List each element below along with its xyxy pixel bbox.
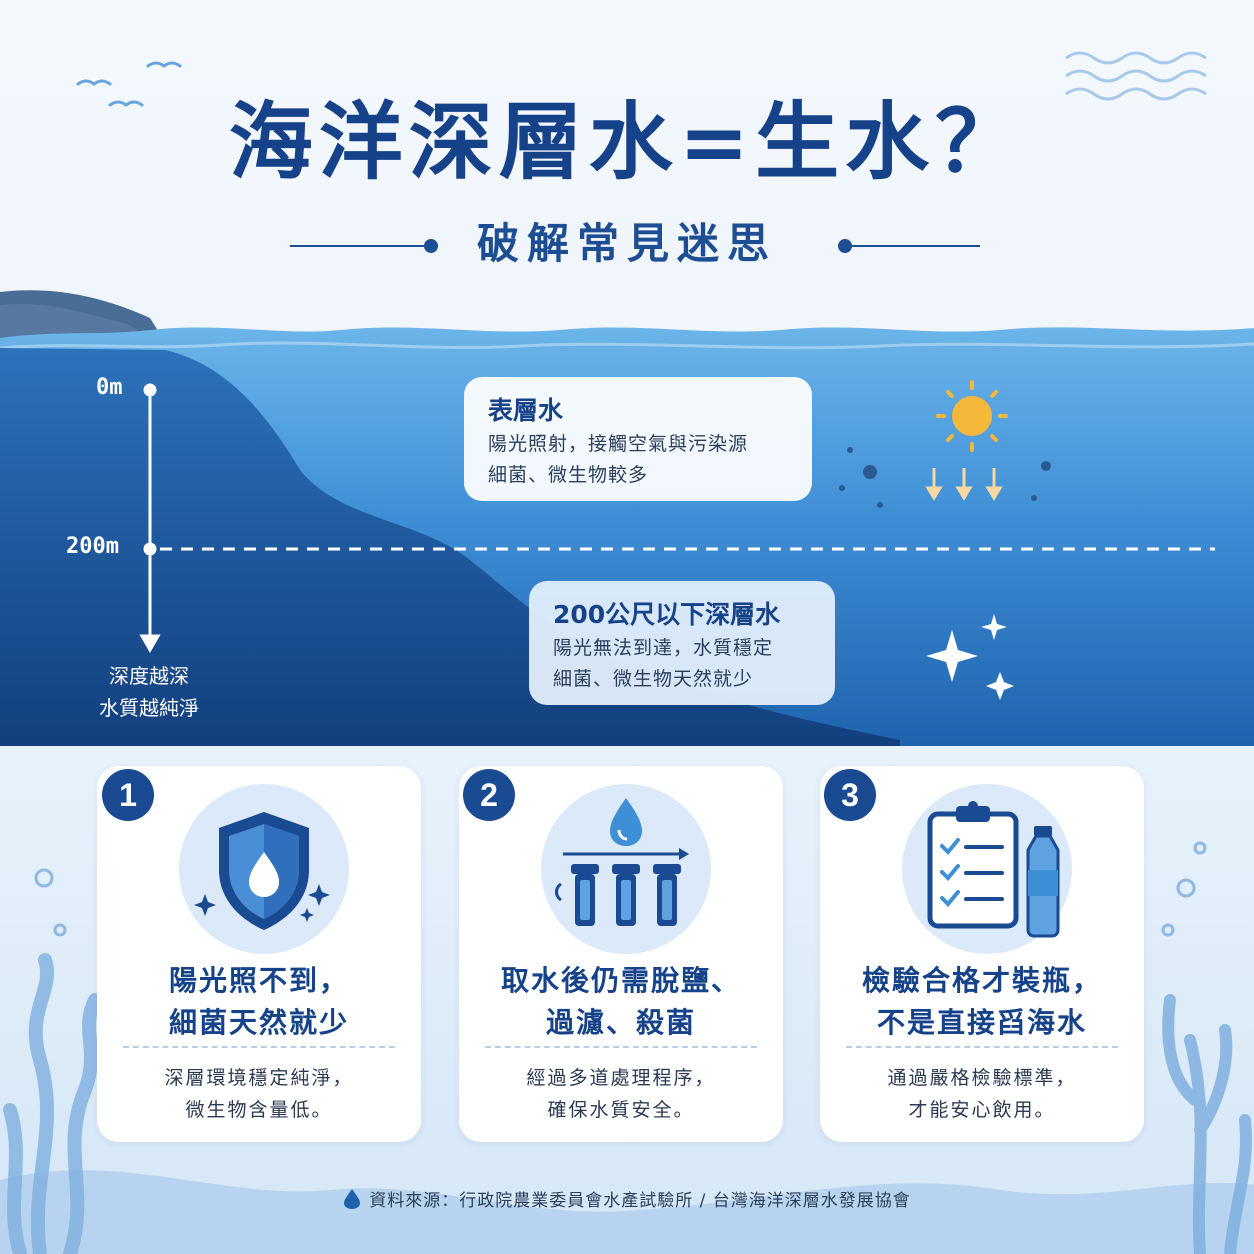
card-divider [846, 1046, 1118, 1048]
source-citation: 資料來源：行政院農業委員會水產試驗所 / 台灣海洋深層水發展協會 [0, 1186, 1254, 1216]
card-1-text-line1: 深層環境穩定純淨， [164, 1067, 354, 1089]
card-3-number-badge: 3 [824, 769, 876, 821]
card-2-text: 經過多道處理程序， 確保水質安全。 [459, 1062, 783, 1126]
depth-label-200m: 200m [66, 534, 119, 559]
page-title: 海洋深層水=生水？ [228, 93, 1026, 191]
card-1-text-line2: 微生物含量低。 [185, 1099, 333, 1121]
source-text: 資料來源：行政院農業委員會水產試驗所 / 台灣海洋深層水發展協會 [369, 1191, 911, 1211]
surface-water-box: 表層水 陽光照射，接觸空氣與污染源 細菌、微生物較多 [464, 377, 812, 501]
card-3-title: 檢驗合格才裝瓶， 不是直接舀海水 [820, 960, 1144, 1044]
depth-note-line1: 深度越深 [109, 664, 189, 688]
page-subtitle: 破解常見迷思 [476, 219, 777, 268]
sparkles-icon [926, 614, 1014, 700]
water-drop-icon [344, 1189, 361, 1209]
microbes-icon [839, 447, 1051, 508]
sun-icon [925, 380, 1008, 501]
deep-water-box: 200公尺以下深層水 陽光無法到達，水質穩定 細菌、微生物天然就少 [529, 581, 835, 705]
card-3-text-line2: 才能安心飲用。 [908, 1099, 1056, 1121]
card-2-text-line2: 確保水質安全。 [547, 1099, 695, 1121]
card-3-title-line2: 不是直接舀海水 [876, 1006, 1087, 1039]
card-2-text-line1: 經過多道處理程序， [526, 1067, 716, 1089]
depth-note: 深度越深 水質越純淨 [74, 660, 224, 724]
card-3-title-line1: 檢驗合格才裝瓶， [861, 964, 1102, 997]
card-1-text: 深層環境穩定純淨， 微生物含量低。 [97, 1062, 421, 1126]
filter-cartridges-icon [541, 784, 711, 954]
depth-note-line2: 水質越純淨 [99, 696, 199, 720]
card-3-text: 通過嚴格檢驗標準， 才能安心飲用。 [820, 1062, 1144, 1126]
card-2-title-line2: 過濾、殺菌 [545, 1006, 696, 1039]
card-1-number-badge: 1 [102, 769, 154, 821]
card-divider [485, 1046, 757, 1048]
card-2-number-badge: 2 [463, 769, 515, 821]
card-2-title-line1: 取水後仍需脫鹽、 [500, 964, 741, 997]
clipboard-checklist-bottle-icon [902, 784, 1072, 954]
surface-water-line1: 陽光照射，接觸空氣與污染源 [488, 433, 749, 455]
depth-label-0m: 0m [96, 375, 123, 400]
seaweed-left-icon [3, 953, 102, 1254]
waves-icon [1065, 51, 1207, 101]
surface-water-heading: 表層水 [488, 396, 564, 425]
bubbles-icon [34, 841, 1207, 937]
card-3-text-line1: 通過嚴格檢驗標準， [887, 1067, 1077, 1089]
shield-water-drop-icon [179, 784, 349, 954]
deep-water-line2: 細菌、微生物天然就少 [553, 668, 754, 690]
deep-water-heading: 200公尺以下深層水 [553, 600, 781, 629]
seagulls-icon [76, 61, 182, 107]
myth-card-3: 檢驗合格才裝瓶， 不是直接舀海水 通過嚴格檢驗標準， 才能安心飲用。 [820, 766, 1144, 1142]
card-1-title-line1: 陽光照不到， [168, 964, 349, 997]
subtitle-row: 破解常見迷思 [0, 214, 1254, 274]
card-1-title: 陽光照不到， 細菌天然就少 [97, 960, 421, 1044]
myth-card-2: 取水後仍需脫鹽、 過濾、殺菌 經過多道處理程序， 確保水質安全。 [459, 766, 783, 1142]
card-divider [123, 1046, 395, 1048]
coral-right-icon [1162, 994, 1252, 1254]
surface-water-line2: 細菌、微生物較多 [488, 464, 649, 486]
card-1-title-line2: 細菌天然就少 [168, 1006, 349, 1039]
myth-card-1: 陽光照不到， 細菌天然就少 深層環境穩定純淨， 微生物含量低。 [97, 766, 421, 1142]
card-2-title: 取水後仍需脫鹽、 過濾、殺菌 [459, 960, 783, 1044]
deep-water-line1: 陽光無法到達，水質穩定 [553, 637, 774, 659]
